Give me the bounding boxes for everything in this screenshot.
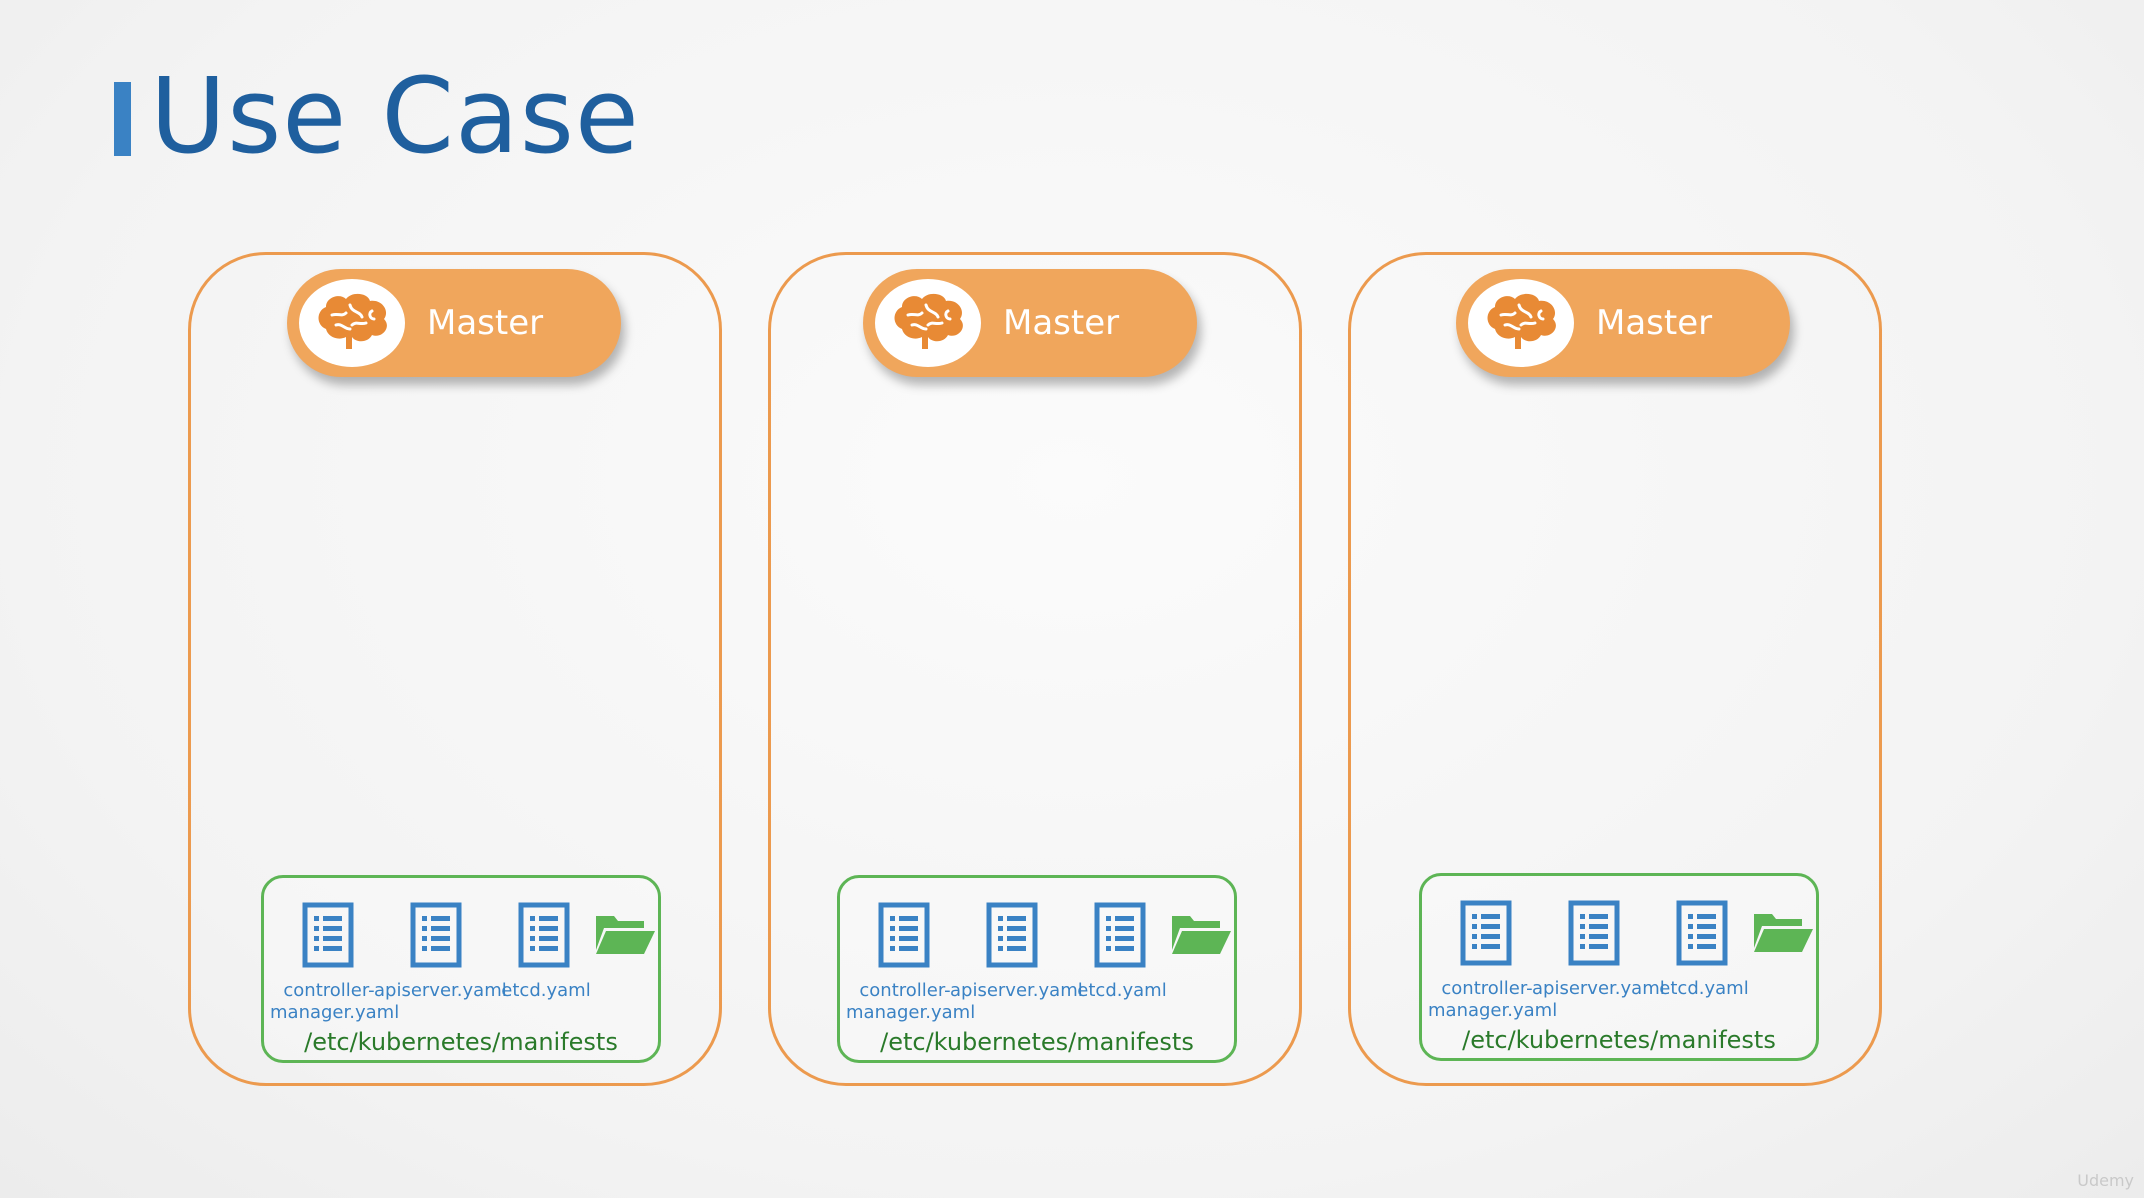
file-etcd [1094, 902, 1146, 968]
page-title: Use Case [150, 55, 640, 177]
file-label: apiserver.yaml [1532, 978, 1665, 999]
file-etcd [518, 902, 570, 968]
document-list-icon [1568, 900, 1620, 966]
file-controller-manager [878, 902, 930, 968]
folder-open-icon [1752, 910, 1814, 959]
file-label: controller- manager.yaml [270, 980, 400, 1023]
brain-icon-circle [1468, 279, 1574, 367]
document-list-icon [518, 902, 570, 968]
manifests-folder-box: controller- manager.yaml apiserver.yaml … [837, 875, 1237, 1063]
document-list-icon [410, 902, 462, 968]
brain-icon-circle [299, 279, 405, 367]
folder-open-icon [594, 912, 656, 961]
file-label: controller- manager.yaml [846, 980, 976, 1023]
brain-icon-circle [875, 279, 981, 367]
file-apiserver [1568, 900, 1620, 966]
file-label: apiserver.yaml [374, 980, 507, 1001]
manifests-path-label: /etc/kubernetes/manifests [880, 1028, 1194, 1056]
document-list-icon [1094, 902, 1146, 968]
file-controller-manager [1460, 900, 1512, 966]
udemy-watermark: Udemy [2077, 1171, 2134, 1190]
master-badge-label: Master [427, 303, 544, 343]
file-apiserver [410, 902, 462, 968]
manifests-path-label: /etc/kubernetes/manifests [1462, 1026, 1776, 1054]
document-list-icon [1460, 900, 1512, 966]
document-list-icon [878, 902, 930, 968]
file-apiserver [986, 902, 1038, 968]
folder-open-icon [1170, 912, 1232, 961]
file-label: etcd.yaml [1659, 978, 1749, 999]
title-accent-bar [114, 82, 131, 156]
file-label: controller- manager.yaml [1428, 978, 1558, 1021]
master-node-2: Master controller- manager.yaml apiserve… [768, 252, 1302, 1086]
master-badge-label: Master [1596, 303, 1713, 343]
master-badge: Master [287, 269, 621, 377]
manifests-path-label: /etc/kubernetes/manifests [304, 1028, 618, 1056]
document-list-icon [1676, 900, 1728, 966]
file-label: etcd.yaml [1077, 980, 1167, 1001]
master-badge-label: Master [1003, 303, 1120, 343]
file-controller-manager [302, 902, 354, 968]
brain-icon [894, 293, 963, 349]
file-label: etcd.yaml [501, 980, 591, 1001]
master-badge: Master [1456, 269, 1790, 377]
master-badge: Master [863, 269, 1197, 377]
brain-icon [1487, 293, 1556, 349]
document-list-icon [302, 902, 354, 968]
file-etcd [1676, 900, 1728, 966]
manifests-folder-box: controller- manager.yaml apiserver.yaml … [261, 875, 661, 1063]
file-label: apiserver.yaml [950, 980, 1083, 1001]
manifests-folder-box: controller- manager.yaml apiserver.yaml … [1419, 873, 1819, 1061]
document-list-icon [986, 902, 1038, 968]
brain-icon [318, 293, 387, 349]
master-node-1: Master controller- manager.yaml apiserve… [188, 252, 722, 1086]
master-node-3: Master controller- manager.yaml apiserve… [1348, 252, 1882, 1086]
